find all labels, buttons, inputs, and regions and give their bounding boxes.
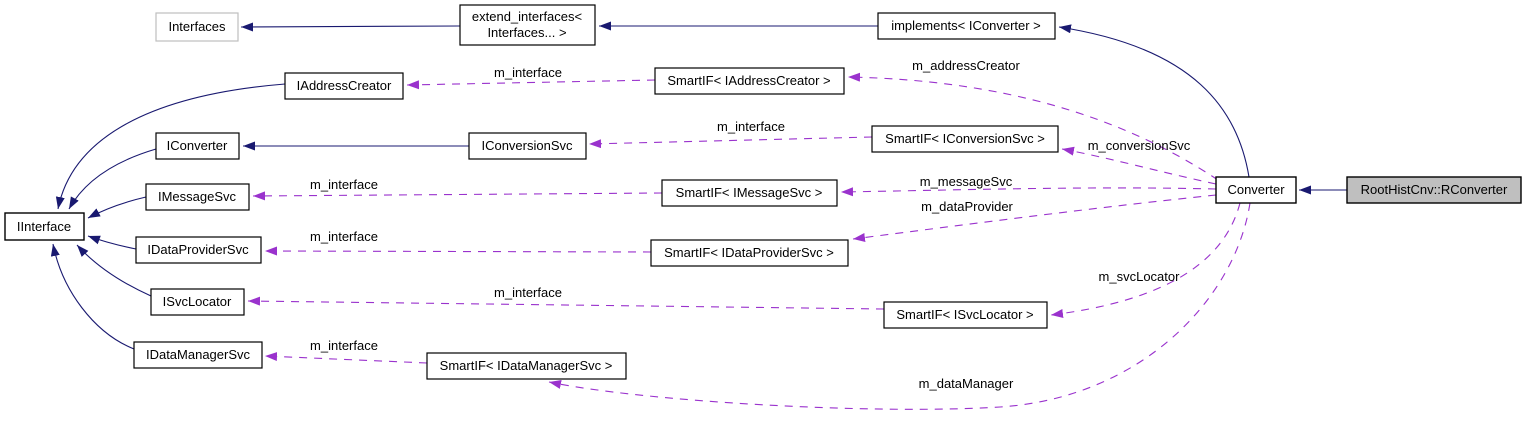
node-implements-iconverter-label: implements< IConverter >: [891, 18, 1041, 33]
edge-inherit-imessagesvc-to-iinterface: [87, 196, 147, 219]
edge-label-m-addresscreator: m_addressCreator: [912, 58, 1020, 73]
node-iaddresscreator-label: IAddressCreator: [297, 78, 392, 93]
node-smartif-iaddresscreator-label: SmartIF< IAddressCreator >: [667, 73, 830, 88]
node-iaddresscreator-box: [284, 72, 404, 100]
node-isvclocator-label: ISvcLocator: [163, 294, 232, 309]
node-extend-interfaces[interactable]: extend_interfaces< Interfaces... >: [459, 4, 596, 46]
edge-usage-smartifdata-to-idataprovidersvc: [264, 246, 652, 256]
node-smartif-iaddresscreator[interactable]: SmartIF< IAddressCreator >: [654, 67, 845, 95]
node-interfaces-label: Interfaces: [168, 19, 226, 34]
node-extend-interfaces-label-line1: extend_interfaces<: [472, 9, 582, 24]
edge-inherit-extendinterfaces-to-interfaces: [240, 22, 461, 32]
edge-usage-converter-to-smartifdata: [852, 194, 1217, 242]
edge-inherit-isvclocator-to-iinterface: [76, 244, 152, 297]
edge-inherit-idataprovidersvc-to-iinterface: [87, 235, 137, 250]
node-iconversionsvc-label: IConversionSvc: [481, 138, 573, 153]
node-smartif-isvclocator-box: [883, 301, 1048, 329]
edge-label-m-interface-addresscreator: m_interface: [494, 65, 562, 80]
node-roothistcnv-rconverter: RootHistCnv::RConverter: [1346, 176, 1522, 204]
edge-usage-smartifconvsvc-to-iconversionsvc: [588, 136, 873, 149]
node-interfaces: Interfaces: [155, 12, 239, 42]
edge-usage-smartifdm-to-idatamanagersvc: [264, 352, 428, 364]
node-iinterface[interactable]: IInterface: [4, 212, 85, 241]
node-imessagesvc-box: [145, 183, 250, 211]
edge-usage-converter-to-smartifdm: [548, 202, 1251, 410]
node-idataprovidersvc[interactable]: IDataProviderSvc: [135, 236, 262, 264]
node-interfaces-box: [155, 12, 239, 42]
node-smartif-imessagesvc[interactable]: SmartIF< IMessageSvc >: [661, 179, 838, 207]
node-smartif-idataprovidersvc[interactable]: SmartIF< IDataProviderSvc >: [650, 239, 849, 267]
node-idatamanagersvc-label: IDataManagerSvc: [146, 347, 251, 362]
edge-label-m-interface-datamanagersvc: m_interface: [310, 338, 378, 353]
node-roothistcnv-rconverter-label: RootHistCnv::RConverter: [1361, 182, 1508, 197]
node-smartif-idataprovidersvc-box: [650, 239, 849, 267]
node-iconverter-label: IConverter: [167, 138, 228, 153]
node-smartif-isvclocator[interactable]: SmartIF< ISvcLocator >: [883, 301, 1048, 329]
edge-inherit-iconverter-to-iinterface: [68, 148, 157, 210]
node-roothistcnv-rconverter-box: [1346, 176, 1522, 204]
edge-usage-smartifaddr-to-iaddresscreator: [406, 79, 656, 90]
node-smartif-idatamanagersvc-label: SmartIF< IDataManagerSvc >: [440, 358, 613, 373]
edge-label-m-interface-dataprovidersvc: m_interface: [310, 229, 378, 244]
node-converter-box: [1215, 176, 1297, 204]
edge-label-m-messagesvc: m_messageSvc: [920, 174, 1013, 189]
edge-inherit-converter-to-implements: [1058, 24, 1250, 178]
node-idataprovidersvc-label: IDataProviderSvc: [147, 242, 249, 257]
node-smartif-iconversionsvc-box: [871, 125, 1059, 153]
edge-usage-smartifsvcloc-to-isvclocator: [247, 296, 885, 310]
node-converter[interactable]: Converter: [1215, 176, 1297, 204]
node-smartif-idatamanagersvc-box: [426, 352, 627, 380]
node-smartif-idataprovidersvc-label: SmartIF< IDataProviderSvc >: [664, 245, 834, 260]
edge-usage-smartifmsg-to-imessagesvc: [252, 191, 663, 201]
edge-label-m-interface-svclocator: m_interface: [494, 285, 562, 300]
node-smartif-imessagesvc-label: SmartIF< IMessageSvc >: [676, 185, 823, 200]
node-converter-label: Converter: [1227, 182, 1285, 197]
edge-label-m-conversionsvc: m_conversionSvc: [1088, 138, 1191, 153]
node-iconverter-box: [155, 132, 240, 160]
node-implements-iconverter[interactable]: implements< IConverter >: [877, 12, 1056, 40]
node-smartif-isvclocator-label: SmartIF< ISvcLocator >: [896, 307, 1033, 322]
node-extend-interfaces-box: [459, 4, 596, 46]
node-iinterface-label: IInterface: [17, 219, 71, 234]
edge-label-m-interface-messagesvc: m_interface: [310, 177, 378, 192]
node-imessagesvc[interactable]: IMessageSvc: [145, 183, 250, 211]
edge-label-m-datamanager: m_dataManager: [919, 376, 1014, 391]
edge-inherit-idatamanagersvc-to-iinterface: [50, 243, 135, 350]
node-isvclocator-box: [150, 288, 245, 316]
node-extend-interfaces-label-line2: Interfaces... >: [487, 25, 566, 40]
node-iconversionsvc[interactable]: IConversionSvc: [468, 132, 587, 160]
node-implements-iconverter-box: [877, 12, 1056, 40]
edge-label-m-dataprovider: m_dataProvider: [921, 199, 1013, 214]
node-iconverter[interactable]: IConverter: [155, 132, 240, 160]
node-iinterface-box: [4, 212, 85, 241]
node-isvclocator[interactable]: ISvcLocator: [150, 288, 245, 316]
node-smartif-idatamanagersvc[interactable]: SmartIF< IDataManagerSvc >: [426, 352, 627, 380]
edge-usage-converter-to-smartifmsg: [840, 187, 1217, 197]
edge-usage-converter-to-smartifconvsvc: [1061, 146, 1217, 185]
node-idatamanagersvc[interactable]: IDataManagerSvc: [133, 341, 263, 369]
node-smartif-iaddresscreator-box: [654, 67, 845, 95]
node-smartif-imessagesvc-box: [661, 179, 838, 207]
node-imessagesvc-label: IMessageSvc: [158, 189, 237, 204]
node-idataprovidersvc-box: [135, 236, 262, 264]
node-iconversionsvc-box: [468, 132, 587, 160]
node-smartif-iconversionsvc[interactable]: SmartIF< IConversionSvc >: [871, 125, 1059, 153]
edge-usage-converter-to-smartifsvcloc: [1050, 202, 1241, 318]
edge-inherit-iaddresscreator-to-iinterface: [55, 83, 286, 210]
edge-label-m-svclocator: m_svcLocator: [1099, 269, 1181, 284]
node-smartif-iconversionsvc-label: SmartIF< IConversionSvc >: [885, 131, 1045, 146]
node-iaddresscreator[interactable]: IAddressCreator: [284, 72, 404, 100]
edge-usage-converter-to-smartifaddr: [847, 72, 1219, 181]
node-idatamanagersvc-box: [133, 341, 263, 369]
edge-label-m-interface-conversionsvc: m_interface: [717, 119, 785, 134]
